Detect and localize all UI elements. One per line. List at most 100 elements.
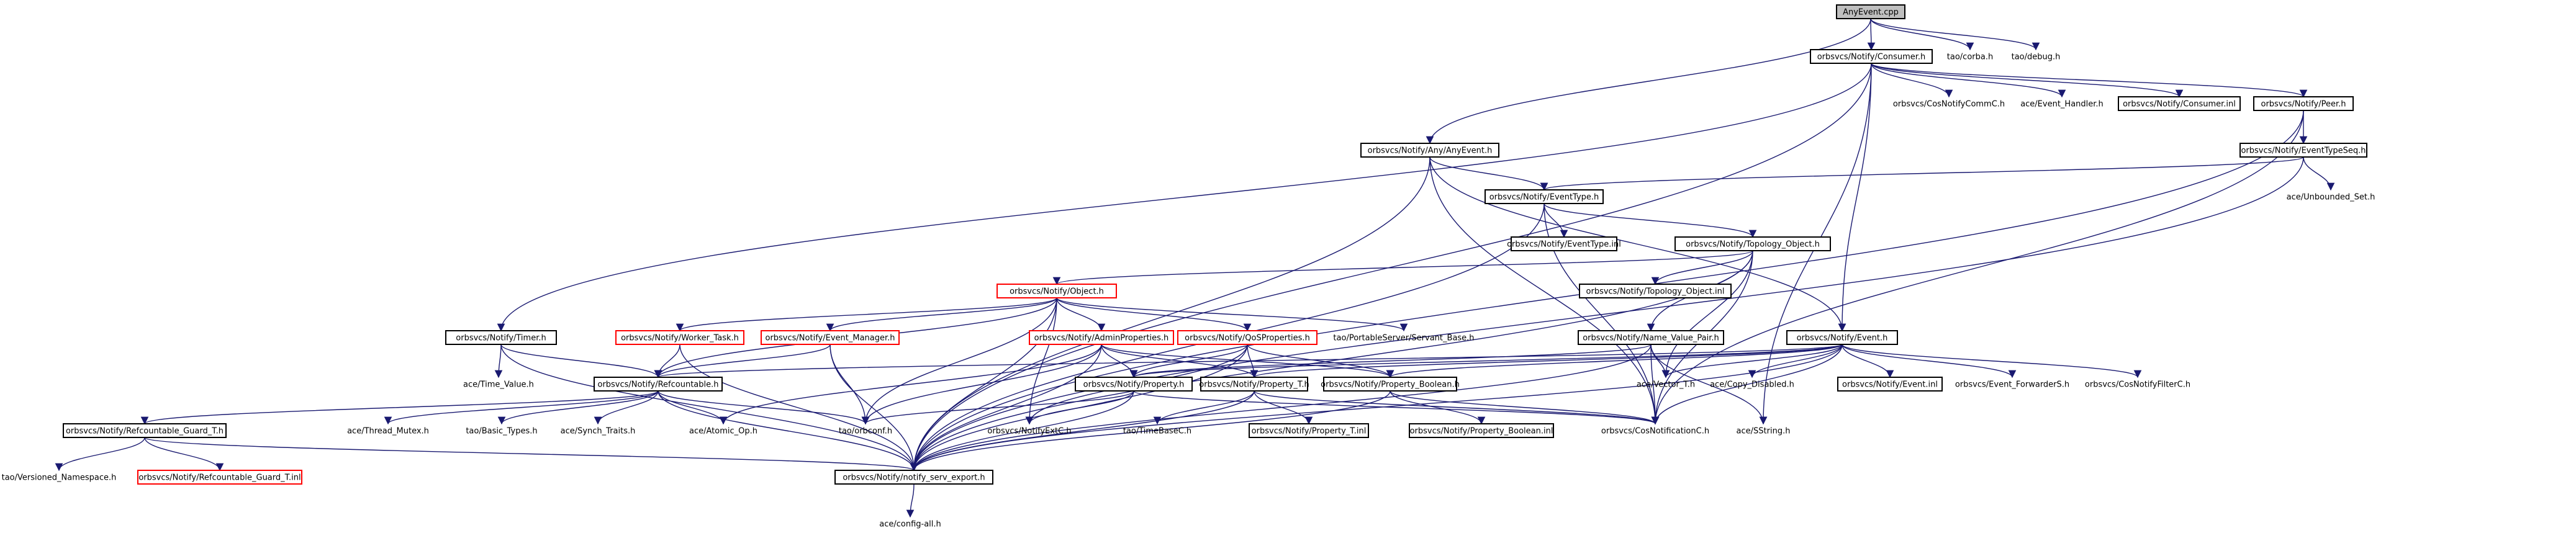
node-box — [1786, 330, 1898, 345]
node-label: orbsvcs/Notify/QoSProperties.h — [1185, 334, 1310, 343]
edge-anyevent-cpp-to-tao-debug-h — [1870, 18, 2040, 51]
node-orbsvcs-notify-consumer-h[interactable]: orbsvcs/Notify/Consumer.h — [1810, 49, 1933, 64]
node-box — [1323, 377, 1457, 392]
node-orbsvcs-notify-worker-task-h[interactable]: orbsvcs/Notify/Worker_Task.h — [615, 330, 744, 345]
node-label: orbsvcs/Notify/Property_Boolean.inl — [1410, 427, 1553, 436]
node-orbsvcs-notify-refcountable-guard-t-inl[interactable]: orbsvcs/Notify/Refcountable_Guard_T.inl — [137, 470, 302, 485]
node-orbsvcs-notify-any-anyevent-h[interactable]: orbsvcs/Notify/Any/AnyEvent.h — [1360, 143, 1499, 158]
node-box — [1249, 423, 1369, 438]
node-orbsvcs-notify-property-t-h[interactable]: orbsvcs/Notify/Property_T.h — [1199, 377, 1309, 392]
node-box — [1837, 377, 1943, 392]
node-tao-debug-h: tao/debug.h — [2012, 53, 2061, 62]
node-box — [1578, 330, 1724, 345]
edge-orbsvcs-notify-event-h-to-orbsvcs-notify-property-h — [1130, 344, 1843, 378]
edge-orbsvcs-notify-event-h-to-ace-vector-t-h — [1661, 344, 1843, 378]
node-orbsvcs-notify-event-manager-h[interactable]: orbsvcs/Notify/Event_Manager.h — [761, 330, 900, 345]
node-label: orbsvcs/Notify/Refcountable.h — [597, 380, 718, 390]
node-orbsvcs-notify-object-h[interactable]: orbsvcs/Notify/Object.h — [997, 284, 1117, 298]
edge-orbsvcs-notify-refcountable-h-to-orbsvcs-notify-notify-serv-export-h — [658, 390, 918, 472]
edge-orbsvcs-notify-property-h-to-tao-orbconf-h — [861, 390, 1134, 425]
edge-orbsvcs-notify-property-t-h-to-orbsvcs-cosnotificationc-h — [1254, 390, 1659, 425]
edge-orbsvcs-notify-topology-object-h-to-orbsvcs-notify-object-h — [1053, 250, 1753, 285]
node-anyevent-cpp[interactable]: AnyEvent.cpp — [1836, 4, 1905, 19]
node-box — [1511, 236, 1617, 251]
edge-orbsvcs-notify-event-h-to-orbsvcs-notify-event-inl — [1842, 344, 1894, 378]
node-orbsvcs-notify-event-h[interactable]: orbsvcs/Notify/Event.h — [1786, 330, 1898, 345]
node-orbsvcs-notify-notify-serv-export-h[interactable]: orbsvcs/Notify/notify_serv_export.h — [834, 470, 993, 485]
node-orbsvcs-notify-eventtype-h[interactable]: orbsvcs/Notify/EventType.h — [1485, 189, 1604, 204]
node-ace-vector-t-h: ace/Vector_T.h — [1637, 380, 1695, 390]
edge-orbsvcs-notify-qosproperties-h-to-orbsvcs-notify-property-boolean-h — [1247, 344, 1394, 378]
node-orbsvcs-event-forwarders-h: orbsvcs/Event_ForwarderS.h — [1955, 380, 2069, 390]
edge-orbsvcs-notify-qosproperties-h-to-orbsvcs-notify-property-h — [1129, 344, 1248, 378]
node-box — [834, 470, 993, 485]
node-label: ace/Event_Handler.h — [2020, 100, 2104, 109]
edge-orbsvcs-notify-consumer-h-to-ace-event-handler-h — [1871, 63, 2066, 98]
node-ace-event-handler-h: ace/Event_Handler.h — [2020, 100, 2104, 109]
edge-orbsvcs-notify-property-t-h-to-tao-timebasec-h — [1153, 390, 1255, 425]
edge-orbsvcs-notify-property-h-to-orbsvcs-cosnotificationc-h — [1133, 390, 1659, 425]
node-orbsvcs-notify-property-t-inl[interactable]: orbsvcs/Notify/Property_T.inl — [1249, 423, 1369, 438]
node-label: orbsvcs/Notify/Any/AnyEvent.h — [1368, 146, 1493, 156]
node-orbsvcs-notify-property-boolean-inl[interactable]: orbsvcs/Notify/Property_Boolean.inl — [1409, 423, 1554, 438]
node-orbsvcs-notify-topology-object-inl[interactable]: orbsvcs/Notify/Topology_Object.inl — [1579, 284, 1732, 298]
node-label: orbsvcs/CosNotifyFilterC.h — [2085, 380, 2190, 390]
node-label: orbsvcs/Notify/Event.h — [1797, 334, 1888, 343]
edge-orbsvcs-notify-refcountable-guard-t-h-to-orbsvcs-notify-notify-serv-export-h — [144, 437, 918, 472]
node-tao-basic-types-h: tao/Basic_Types.h — [466, 427, 537, 436]
node-label: ace/Atomic_Op.h — [689, 427, 757, 436]
node-ace-atomic-op-h: ace/Atomic_Op.h — [689, 427, 757, 436]
node-label: tao/Versioned_Namespace.h — [2, 473, 117, 483]
node-label: orbsvcs/Notify/Worker_Task.h — [621, 334, 739, 343]
node-label: orbsvcs/Notify/AdminProperties.h — [1034, 334, 1169, 343]
node-box — [1200, 377, 1308, 392]
edge-orbsvcs-notify-event-manager-h-to-orbsvcs-notify-refcountable-h — [654, 344, 831, 378]
node-label: ace/Time_Value.h — [463, 380, 534, 390]
node-box — [997, 284, 1117, 298]
node-label: orbsvcs/Notify/Peer.h — [2261, 100, 2346, 109]
node-label: tao/debug.h — [2012, 53, 2061, 62]
node-orbsvcs-notify-qosproperties-h[interactable]: orbsvcs/Notify/QoSProperties.h — [1177, 330, 1317, 345]
node-orbsvcs-notify-topology-object-h[interactable]: orbsvcs/Notify/Topology_Object.h — [1674, 236, 1831, 251]
edge-orbsvcs-notify-eventtype-h-to-orbsvcs-notify-topology-object-h — [1543, 203, 1757, 238]
node-tao-corba-h: tao/corba.h — [1947, 53, 1993, 62]
edge-orbsvcs-notify-timer-h-to-orbsvcs-notify-refcountable-h — [500, 344, 662, 378]
edge-orbsvcs-notify-peer-h-to-orbsvcs-cosnotificationc-h — [1651, 110, 2304, 425]
edge-orbsvcs-notify-timer-h-to-ace-time-value-h — [494, 344, 503, 378]
node-orbsvcs-notify-name-value-pair-h[interactable]: orbsvcs/Notify/Name_Value_Pair.h — [1578, 330, 1724, 345]
node-orbsvcs-notify-timer-h[interactable]: orbsvcs/Notify/Timer.h — [445, 330, 557, 345]
node-orbsvcs-notify-adminproperties-h[interactable]: orbsvcs/Notify/AdminProperties.h — [1029, 330, 1174, 345]
node-label: tao/PortableServer/Servant_Base.h — [1333, 334, 1474, 343]
edge-orbsvcs-notify-any-anyevent-h-to-orbsvcs-notify-event-h — [1429, 156, 1846, 332]
node-orbsvcs-notify-consumer-inl[interactable]: orbsvcs/Notify/Consumer.inl — [2118, 96, 2241, 111]
node-orbsvcs-notify-event-inl[interactable]: orbsvcs/Notify/Event.inl — [1837, 377, 1943, 392]
node-label: tao/corba.h — [1947, 53, 1993, 62]
node-box — [445, 330, 557, 345]
node-orbsvcs-notify-refcountable-guard-t-h[interactable]: orbsvcs/Notify/Refcountable_Guard_T.h — [63, 423, 227, 438]
node-ace-unbounded-set-h: ace/Unbounded_Set.h — [2287, 193, 2375, 202]
node-box — [2118, 96, 2241, 111]
node-orbsvcs-notify-eventtype-inl[interactable]: orbsvcs/Notify/EventType.inl — [1507, 236, 1621, 251]
node-box — [1075, 377, 1193, 392]
node-orbsvcs-notify-property-h[interactable]: orbsvcs/Notify/Property.h — [1075, 377, 1193, 392]
node-box — [1485, 189, 1604, 204]
edge-orbsvcs-notify-adminproperties-h-to-orbsvcs-notify-property-t-h — [1101, 344, 1259, 378]
node-label: tao/Basic_Types.h — [466, 427, 537, 436]
node-orbsvcs-notify-peer-h[interactable]: orbsvcs/Notify/Peer.h — [2253, 96, 2354, 111]
node-label: orbsvcs/Notify/EventType.inl — [1507, 240, 1621, 249]
node-orbsvcs-notify-refcountable-h[interactable]: orbsvcs/Notify/Refcountable.h — [594, 377, 723, 392]
edge-orbsvcs-notify-adminproperties-h-to-ace-atomic-op-h — [719, 344, 1102, 425]
node-orbsvcs-notify-eventtypeseq-h[interactable]: orbsvcs/Notify/EventTypeSeq.h — [2239, 143, 2367, 158]
node-orbsvcs-notifyextc-h: orbsvcs/NotifyExtC.h — [987, 427, 1071, 436]
edge-anyevent-cpp-to-orbsvcs-notify-any-anyevent-h — [1426, 18, 1871, 145]
node-label: ace/Synch_Traits.h — [561, 427, 636, 436]
node-label: orbsvcs/Notify/Name_Value_Pair.h — [1583, 334, 1719, 343]
edge-orbsvcs-notify-topology-object-h-to-orbsvcs-notify-topology-object-inl — [1651, 250, 1753, 285]
node-label: ace/SString.h — [1737, 427, 1791, 436]
node-orbsvcs-notify-property-boolean-h[interactable]: orbsvcs/Notify/Property_Boolean.h — [1321, 377, 1460, 392]
edge-orbsvcs-notify-any-anyevent-h-to-orbsvcs-notify-eventtype-h — [1429, 156, 1548, 191]
edge-orbsvcs-notify-object-h-to-orbsvcs-notify-worker-task-h — [676, 297, 1057, 332]
node-ace-config-all-h: ace/config-all.h — [879, 520, 941, 529]
node-tao-timebasec-h: tao/TimeBaseC.h — [1123, 427, 1191, 436]
node-label: orbsvcs/NotifyExtC.h — [987, 427, 1071, 436]
